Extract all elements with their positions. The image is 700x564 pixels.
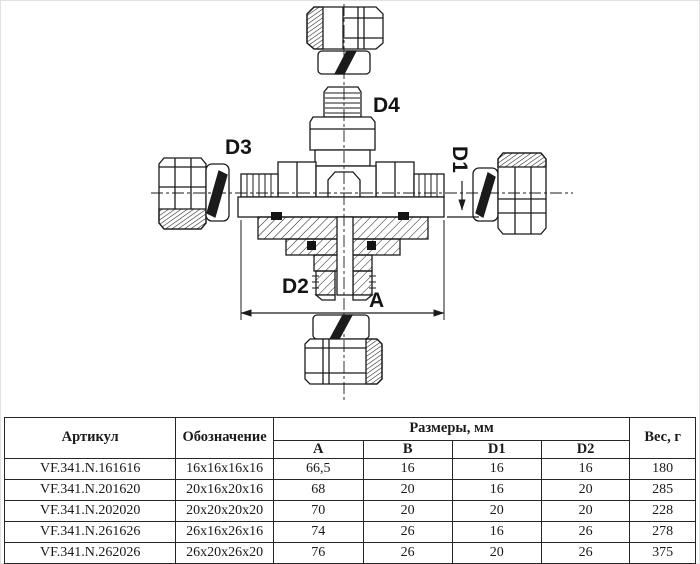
col-header-d1: D1 xyxy=(451,440,542,459)
right-compression-nut xyxy=(497,152,547,235)
weight-cell: 278 xyxy=(629,521,696,543)
dimensions-table: Артикул Обозначение Размеры, мм Вес, г A… xyxy=(3,417,696,564)
weight-cell: 375 xyxy=(629,542,696,564)
ferrule-stripe xyxy=(475,172,496,218)
designation-cell: 20x20x20x20 xyxy=(175,500,274,522)
left-compression-nut xyxy=(158,157,207,230)
top-threaded-port xyxy=(323,86,362,118)
designation-cell: 16x16x16x16 xyxy=(175,458,274,480)
dim-b-cell: 26 xyxy=(362,542,453,564)
col-header-weight: Вес, г xyxy=(629,417,696,459)
weight-cell: 180 xyxy=(629,458,696,480)
dim-b-cell: 20 xyxy=(362,500,453,522)
designation-cell: 26x16x26x16 xyxy=(175,521,274,543)
article-cell: VF.341.N.202020 xyxy=(3,500,177,522)
dim-d1-cell: 20 xyxy=(451,542,542,564)
left-ferrule xyxy=(205,163,230,222)
label-a: A xyxy=(369,289,384,312)
seal-rings xyxy=(271,212,409,250)
fitting-body-top xyxy=(309,116,376,167)
article-cell: VF.341.N.161616 xyxy=(3,458,177,480)
article-cell: VF.341.N.201620 xyxy=(3,479,177,501)
bottom-compression-nut xyxy=(304,338,383,385)
dimension-d1 xyxy=(447,181,479,218)
technical-drawing-area: D4 D3 D1 D2 A xyxy=(1,1,700,414)
flange xyxy=(237,196,445,218)
dim-b-cell: 16 xyxy=(362,458,453,480)
knurl-band xyxy=(158,208,207,230)
dim-d1-cell: 16 xyxy=(451,479,542,501)
dim-d2-cell: 26 xyxy=(540,521,631,543)
top-compression-nut xyxy=(306,6,384,50)
label-d1: D1 xyxy=(448,146,471,173)
fitting-body-center xyxy=(240,161,445,198)
dim-b-cell: 26 xyxy=(362,521,453,543)
article-cell: VF.341.N.262026 xyxy=(3,542,177,564)
ferrule-stripe xyxy=(333,50,358,75)
label-d3: D3 xyxy=(225,136,252,159)
bottom-ferrule xyxy=(312,314,370,340)
col-header-dimensions-group: Размеры, мм xyxy=(272,417,631,441)
dim-a-cell: 68 xyxy=(272,479,364,501)
weight-cell: 228 xyxy=(629,500,696,522)
dim-d1-cell: 16 xyxy=(451,521,542,543)
col-header-d2: D2 xyxy=(540,440,631,459)
cross-fitting-drawing: D4 D3 D1 D2 A xyxy=(151,4,573,403)
article-cell: VF.341.N.261626 xyxy=(3,521,177,543)
dim-d2-cell: 20 xyxy=(540,500,631,522)
dim-d1-cell: 20 xyxy=(451,500,542,522)
dim-d2-cell: 20 xyxy=(540,479,631,501)
dim-b-cell: 20 xyxy=(362,479,453,501)
col-header-b: B xyxy=(362,440,453,459)
dim-d2-cell: 16 xyxy=(540,458,631,480)
dim-a-cell: 74 xyxy=(272,521,364,543)
right-ferrule xyxy=(472,167,499,222)
dim-d1-cell: 16 xyxy=(451,458,542,480)
designation-cell: 26x20x26x20 xyxy=(175,542,274,564)
col-header-designation: Обозначение xyxy=(175,417,274,459)
dim-a-cell: 76 xyxy=(272,542,364,564)
knurl-band xyxy=(365,338,383,385)
col-header-article: Артикул xyxy=(3,417,177,459)
body-cross-section xyxy=(237,196,445,301)
dim-d2-cell: 26 xyxy=(540,542,631,564)
dim-a-cell: 70 xyxy=(272,500,364,522)
center-bore xyxy=(336,216,354,296)
designation-cell: 20x16x20x16 xyxy=(175,479,274,501)
centerlines xyxy=(151,4,573,403)
knurl-band xyxy=(306,6,324,50)
label-d2: D2 xyxy=(282,275,309,298)
dimension-a xyxy=(240,220,445,320)
col-header-a: A xyxy=(272,440,364,459)
ferrule-stripe xyxy=(206,170,228,218)
weight-cell: 285 xyxy=(629,479,696,501)
label-d4: D4 xyxy=(373,94,400,117)
spec-table-wrap: Артикул Обозначение Размеры, мм Вес, г A… xyxy=(1,414,699,564)
knurl-band xyxy=(497,152,547,168)
dim-a-cell: 66,5 xyxy=(272,458,364,480)
